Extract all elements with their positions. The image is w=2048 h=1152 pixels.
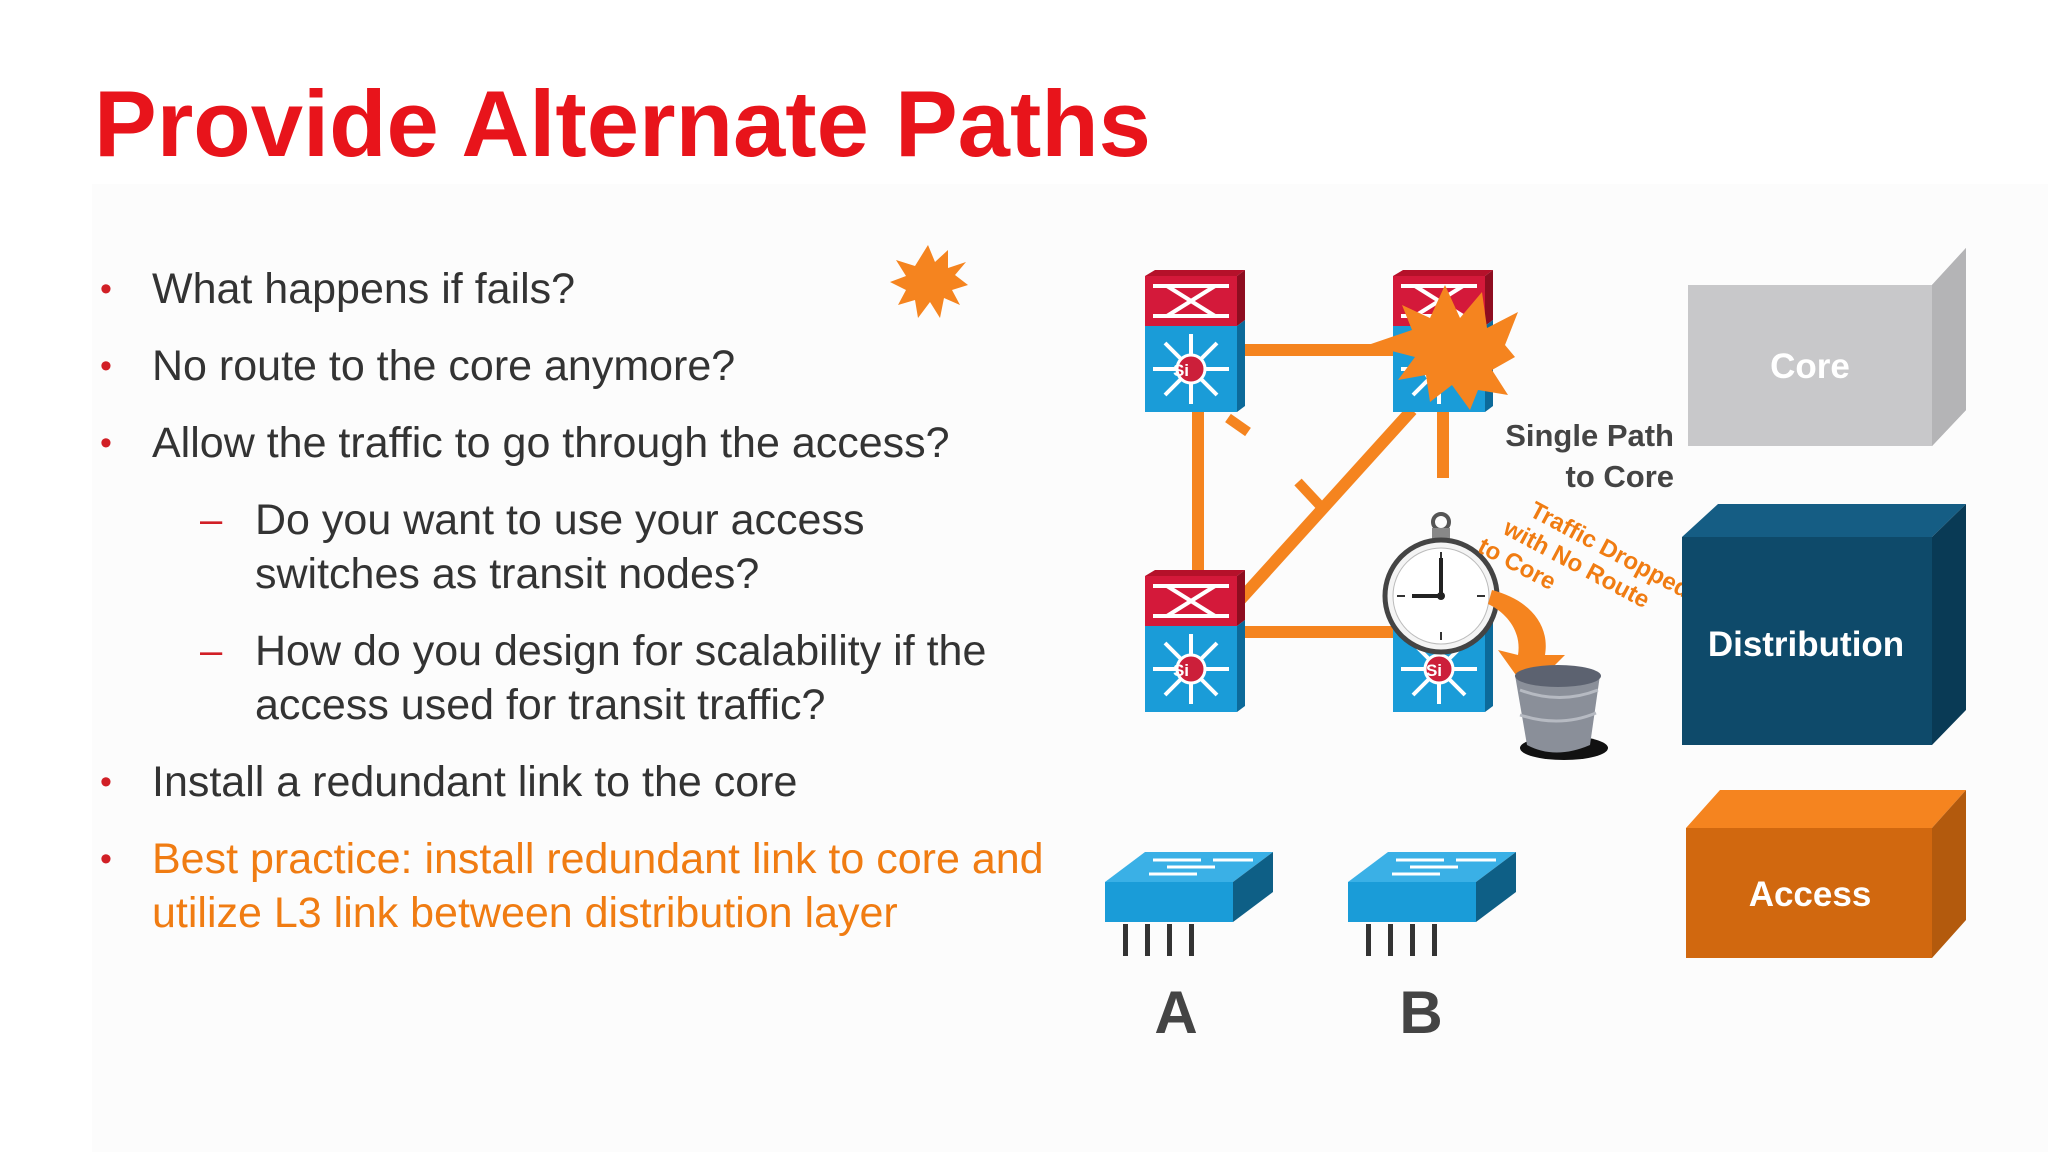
bullet-text: What happens if fails? (152, 265, 576, 313)
core-layer-box: Core (1688, 248, 1966, 446)
distribution-switch-top-left (1143, 268, 1247, 414)
bullet-item: • Allow the traffic to go through the ac… (100, 416, 1060, 470)
sub-bullet-item: – How do you design for scalability if t… (100, 624, 1060, 732)
slide-title: Provide Alternate Paths (94, 71, 1151, 176)
stopwatch-icon (1382, 512, 1500, 655)
bullet-list: • What happens if fails? • No route to t… (100, 262, 1060, 940)
bucket-icon (1515, 665, 1608, 760)
bullet-item-best-practice: • Best practice: install redundant link … (100, 832, 1060, 940)
bullet-marker: • (100, 840, 112, 878)
si-label: Si (1173, 361, 1189, 380)
sub-bullet-marker: – (200, 629, 223, 673)
distribution-layer-box: Distribution (1682, 504, 1966, 745)
bullet-item: • Install a redundant link to the core (100, 755, 1060, 809)
bullet-marker: • (100, 763, 112, 801)
network-links (1192, 344, 1449, 638)
failure-burst-icon (1368, 285, 1518, 410)
sub-bullet-marker: – (200, 498, 223, 542)
switch-a-label: A (1154, 979, 1197, 1046)
bullet-text: Best practice: install redundant link to… (152, 835, 1044, 937)
distribution-layer-label: Distribution (1708, 625, 1904, 664)
si-label: Si (1426, 661, 1442, 680)
sub-bullet-item: – Do you want to use your access switche… (100, 493, 1060, 601)
bullet-item: • What happens if fails? (100, 262, 1060, 316)
bullet-marker: • (100, 347, 112, 385)
single-path-label-line2: to Core (1566, 459, 1675, 494)
bullet-text: Allow the traffic to go through the acce… (152, 419, 950, 467)
bullet-text: No route to the core anymore? (152, 342, 736, 390)
access-switch-a (1103, 850, 1275, 958)
bullet-text: Install a redundant link to the core (152, 758, 798, 806)
core-layer-label: Core (1770, 347, 1850, 386)
bullet-marker: • (100, 270, 112, 308)
access-layer-label: Access (1749, 875, 1872, 914)
small-burst-icon (890, 245, 968, 318)
sub-bullet-text: How do you design for scalability if the… (255, 627, 987, 729)
access-switch-b (1346, 850, 1518, 958)
switch-b-label: B (1399, 979, 1442, 1046)
si-label: Si (1173, 661, 1189, 680)
single-path-label: Single Path (1505, 418, 1674, 453)
access-layer-box: Access (1686, 790, 1966, 958)
bullet-item: • No route to the core anymore? (100, 339, 1060, 393)
bullet-marker: • (100, 424, 112, 462)
sub-bullet-text: Do you want to use your access switches … (255, 496, 865, 598)
distribution-switch-bottom-left (1143, 568, 1247, 714)
